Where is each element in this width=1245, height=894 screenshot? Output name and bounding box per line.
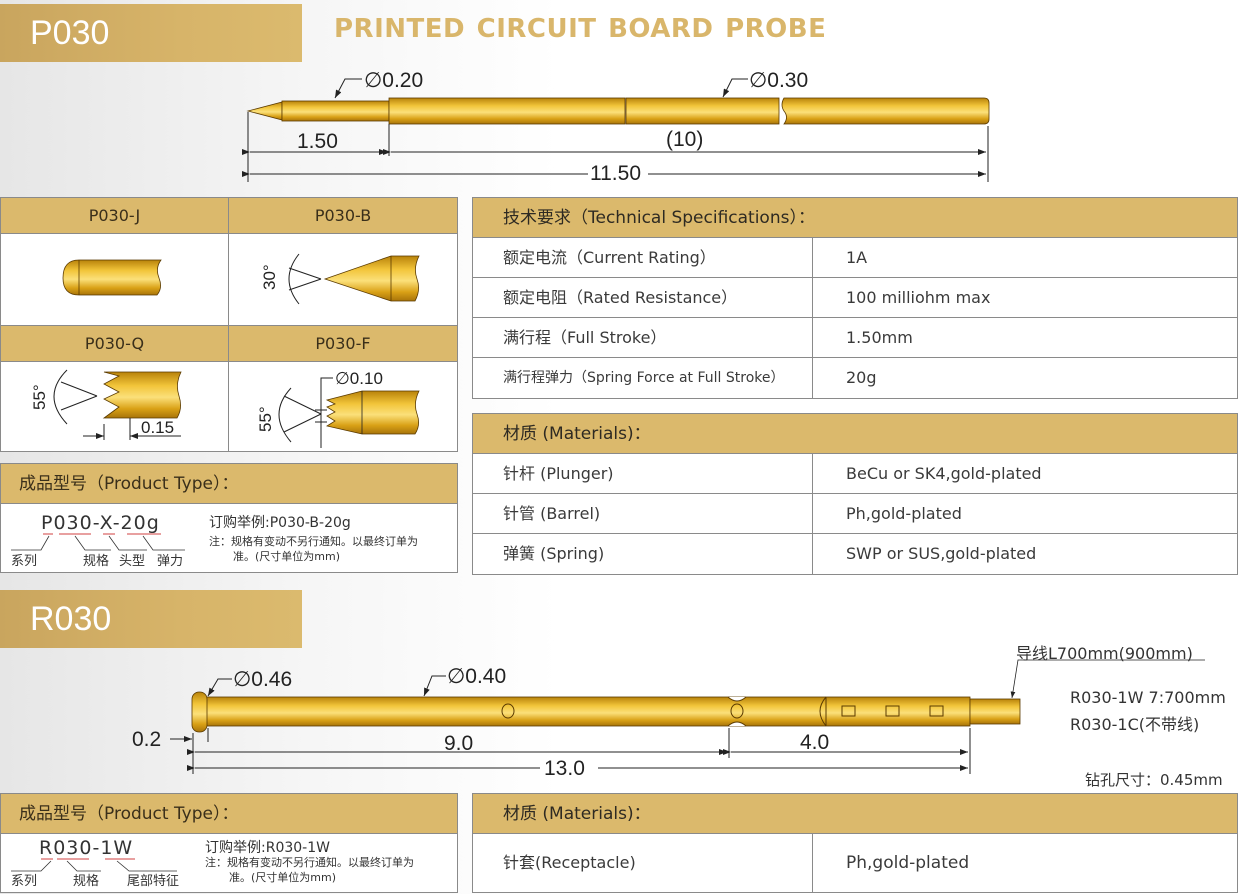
tip-cell-b: 30° [228, 233, 458, 326]
tip-type-header-f: P030-F [228, 325, 458, 362]
note-line-2: 准。(尺寸单位为mm) [229, 871, 337, 884]
tip-cell-q: 55° 0.15 [0, 361, 229, 452]
note-line-2: 准。(尺寸单位为mm) [233, 550, 341, 563]
svg-text:55°: 55° [256, 406, 275, 432]
length-b-label: 4.0 [800, 731, 830, 754]
tip-cell-j [0, 233, 229, 326]
length-a-label: 9.0 [444, 732, 474, 755]
head-width-label: 0.2 [132, 728, 162, 751]
tip-length-label: 1.50 [297, 130, 338, 153]
p030-product-type-panel: 成品型号（Product Type）： P030-X-20g 系列 规格 头型 … [0, 463, 458, 573]
variant-1c-label: R030-1C(不带线) [1070, 715, 1200, 734]
tech-specs-header: 技术要求（Technical Specifications）： [473, 198, 1237, 238]
variant-1w-label: R030-1W 7:700mm [1070, 688, 1226, 707]
drill-size-label: 钻孔尺寸：0.45mm [1085, 771, 1223, 789]
note-line-1: 注：规格有变动不另行通知。以最终订单为 [205, 856, 414, 869]
head-diameter-label: ∅0.46 [233, 668, 293, 691]
svg-text:30°: 30° [260, 264, 279, 290]
tech-specs-table: 技术要求（Technical Specifications）： 额定电流（Cur… [472, 197, 1238, 399]
order-example: 订购举例:R030-1W [205, 840, 330, 856]
product-type-header: 成品型号（Product Type）： [1, 794, 457, 834]
crown-cone-tip-icon: 55° ∅0.10 [256, 369, 420, 448]
order-example: 订购举例:P030-B-20g [209, 515, 351, 531]
code-part-series: 系列 [11, 874, 38, 889]
r030-product-type-panel: 成品型号（Product Type）： R030-1W 系列 规格 尾部特征 订… [0, 793, 458, 893]
tip-diameter-label: ∅0.20 [364, 69, 424, 92]
body-diameter-label: ∅0.40 [447, 665, 507, 688]
table-row: 针套(Receptacle)Ph,gold-plated [473, 834, 1237, 892]
section-banner-p030: P030 [0, 4, 302, 62]
tip-cell-f: 55° ∅0.10 [228, 361, 458, 452]
materials-header: 材质 (Materials)： [473, 414, 1237, 454]
svg-text:55°: 55° [30, 384, 49, 410]
note-line-1: 注：规格有变动不另行通知。以最终订单为 [209, 535, 418, 548]
code-part-head: 头型 [119, 554, 146, 569]
code-part-spec: 规格 [73, 874, 100, 889]
code-breakdown-lines [11, 533, 185, 551]
table-row: 针杆 (Plunger)BeCu or SK4,gold-plated [473, 454, 1237, 494]
table-row: 满行程（Full Stroke）1.50mm [473, 318, 1237, 358]
code-part-spec: 规格 [83, 554, 110, 569]
code-part-tail: 尾部特征 [127, 874, 180, 889]
product-code: R030-1W [39, 837, 134, 859]
p030-materials-table: 材质 (Materials)： 针杆 (Plunger)BeCu or SK4,… [472, 413, 1238, 575]
body-diameter-label: ∅0.30 [749, 69, 809, 92]
code-part-series: 系列 [11, 554, 38, 569]
product-code: P030-X-20g [41, 512, 160, 534]
product-type-header: 成品型号（Product Type）： [1, 464, 457, 504]
table-row: 满行程弹力（Spring Force at Full Stroke）20g [473, 358, 1237, 398]
svg-text:∅0.10: ∅0.10 [335, 369, 383, 388]
table-row: 额定电阻（Rated Resistance）100 milliohm max [473, 278, 1237, 318]
tip-type-header-b: P030-B [228, 197, 458, 234]
rounded-tip-icon [62, 259, 162, 296]
code-part-force: 弹力 [157, 554, 184, 569]
crown-tip-icon: 55° 0.15 [30, 369, 182, 440]
materials-header: 材质 (Materials)： [473, 794, 1237, 834]
total-length-label: 13.0 [544, 757, 585, 780]
cone-tip-icon: 30° [260, 253, 420, 305]
total-length-label: 11.50 [590, 162, 641, 185]
table-row: 弹簧 (Spring)SWP or SUS,gold-plated [473, 534, 1237, 574]
r030-materials-table: 材质 (Materials)： 针套(Receptacle)Ph,gold-pl… [472, 793, 1238, 893]
svg-text:0.15: 0.15 [141, 418, 174, 437]
wire-length-label: 导线L700mm(900mm) [1016, 644, 1193, 663]
table-row: 额定电流（Current Rating）1A [473, 238, 1237, 278]
tip-types-grid: P030-J P030-B 30° P030-Q P030-F [0, 197, 458, 452]
code-breakdown-lines [11, 858, 177, 872]
table-row: 针管 (Barrel)Ph,gold-plated [473, 494, 1237, 534]
page-title: PRINTED CIRCUIT BOARD PROBE [334, 14, 827, 44]
body-length-label: (10) [666, 128, 704, 151]
section-banner-r030: R030 [0, 590, 302, 648]
